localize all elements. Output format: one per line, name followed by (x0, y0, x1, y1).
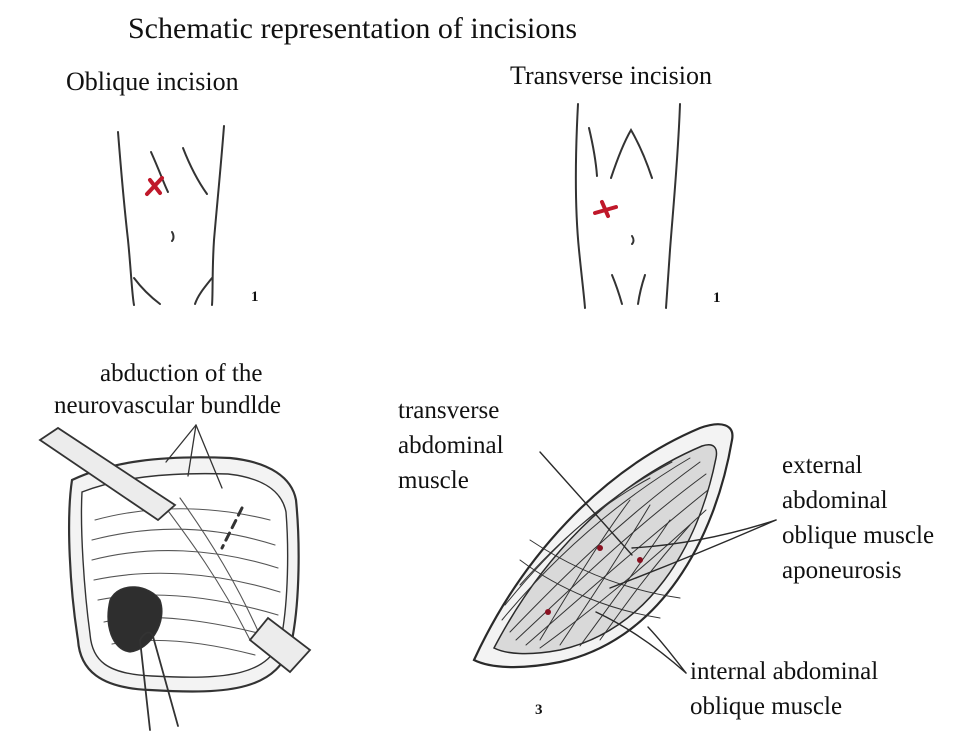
neurovascular-bundle-illustration (40, 425, 310, 730)
oblique-figure-number: 1 (251, 289, 259, 306)
neurovascular-label-line2: neurovascular bundlde (54, 392, 281, 420)
neurovascular-label-line1: abduction of the (100, 360, 262, 388)
oblique-incision-mark (147, 178, 162, 194)
transverse-muscle-label-line3: muscle (398, 467, 469, 495)
transverse-muscle-label-line2: abdominal (398, 432, 504, 460)
wound-figure-number: 3 (535, 702, 543, 719)
torso-transverse-illustration (576, 104, 680, 308)
torso-oblique-illustration (118, 126, 224, 305)
transverse-muscle-label-line1: transverse (398, 397, 499, 425)
external-oblique-label-line3: oblique muscle (782, 522, 934, 550)
external-oblique-label-line2: abdominal (782, 487, 888, 515)
transverse-incision-mark (595, 202, 616, 216)
transverse-figure-number: 1 (713, 290, 721, 307)
external-oblique-label-line4: aponeurosis (782, 557, 901, 585)
diagram-title: Schematic representation of incisions (128, 12, 577, 46)
internal-oblique-label-line2: oblique muscle (690, 693, 842, 721)
abdominal-wall-wound-illustration (474, 424, 776, 673)
oblique-incision-heading: Oblique incision (66, 67, 239, 96)
transverse-incision-heading: Transverse incision (510, 61, 712, 90)
external-oblique-label-line1: external (782, 452, 863, 480)
internal-oblique-label-line1: internal abdominal (690, 658, 878, 686)
